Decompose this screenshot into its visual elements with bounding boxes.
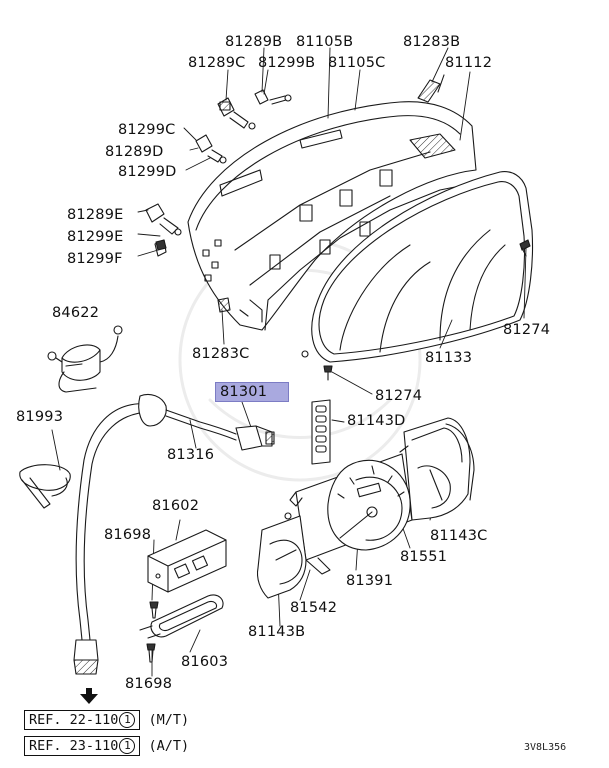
label-81698-lower[interactable]: 81698 bbox=[125, 676, 173, 692]
label-81105b[interactable]: 81105B bbox=[296, 34, 354, 50]
label-81274-bottom[interactable]: 81274 bbox=[375, 388, 423, 404]
label-81133[interactable]: 81133 bbox=[425, 350, 473, 366]
gauge-panel-assembly bbox=[284, 453, 431, 575]
switch-panel-81602 bbox=[147, 529, 227, 593]
label-84622[interactable]: 84622 bbox=[52, 305, 100, 321]
clip-81299f bbox=[155, 239, 167, 251]
screw-81274-top bbox=[519, 239, 531, 257]
reference-at-number: 1 bbox=[119, 738, 136, 754]
meter-lens-cover bbox=[301, 171, 534, 363]
label-81289e[interactable]: 81289E bbox=[67, 207, 124, 223]
sensor-84622 bbox=[47, 325, 123, 393]
label-81289d[interactable]: 81289D bbox=[105, 144, 164, 160]
indicator-strip-81143d bbox=[311, 399, 331, 465]
diagram-code: 3V8L356 bbox=[524, 742, 567, 753]
meter-case-rear-housing bbox=[187, 101, 477, 331]
label-81301-highlighted[interactable]: 81301 bbox=[215, 382, 289, 402]
label-81274-top[interactable]: 81274 bbox=[503, 322, 551, 338]
reference-at-note: (A/T) bbox=[148, 738, 190, 754]
clip-81283c bbox=[217, 297, 231, 313]
reference-at-text: REF. 23-110 bbox=[29, 738, 119, 754]
label-81299f[interactable]: 81299F bbox=[67, 251, 123, 267]
label-81283b[interactable]: 81283B bbox=[403, 34, 461, 50]
down-arrow-icon bbox=[80, 688, 98, 704]
gauge-81143c bbox=[399, 417, 475, 521]
screw-81274-bottom bbox=[323, 365, 333, 381]
label-81551[interactable]: 81551 bbox=[400, 549, 448, 565]
label-81143b[interactable]: 81143B bbox=[248, 624, 306, 640]
label-81299e[interactable]: 81299E bbox=[67, 229, 124, 245]
reference-mt-text: REF. 22-110 bbox=[29, 712, 119, 728]
label-81299d[interactable]: 81299D bbox=[118, 164, 177, 180]
label-81143d[interactable]: 81143D bbox=[347, 413, 406, 429]
label-81289b[interactable]: 81289B bbox=[225, 34, 283, 50]
label-81299b[interactable]: 81299B bbox=[258, 55, 316, 71]
label-81143c[interactable]: 81143C bbox=[430, 528, 488, 544]
reference-mt-number: 1 bbox=[119, 712, 136, 728]
label-81112[interactable]: 81112 bbox=[445, 55, 493, 71]
label-81391[interactable]: 81391 bbox=[346, 573, 394, 589]
cable-tie-81993 bbox=[19, 464, 71, 509]
gauge-81143b bbox=[256, 515, 307, 599]
label-81289c[interactable]: 81289C bbox=[188, 55, 246, 71]
reference-mt-note: (M/T) bbox=[148, 712, 190, 728]
trim-81603 bbox=[139, 594, 224, 639]
label-81283c[interactable]: 81283C bbox=[192, 346, 250, 362]
bulb-socket-81289c bbox=[217, 97, 256, 130]
label-81603[interactable]: 81603 bbox=[181, 654, 229, 670]
label-81316[interactable]: 81316 bbox=[167, 447, 215, 463]
label-81105c[interactable]: 81105C bbox=[328, 55, 386, 71]
label-81993[interactable]: 81993 bbox=[16, 409, 64, 425]
label-81299c[interactable]: 81299C bbox=[118, 122, 176, 138]
bulb-socket-81289b bbox=[254, 89, 292, 105]
bulb-socket-81289d bbox=[195, 134, 227, 164]
label-81542[interactable]: 81542 bbox=[290, 600, 338, 616]
connector-81283b bbox=[417, 79, 441, 103]
speedometer-cable bbox=[73, 393, 275, 675]
label-81602[interactable]: 81602 bbox=[152, 498, 200, 514]
screw-81698-lower bbox=[146, 643, 156, 663]
leader-lines bbox=[51, 47, 527, 677]
label-81698-upper[interactable]: 81698 bbox=[104, 527, 152, 543]
screw-81698-upper bbox=[149, 601, 159, 619]
